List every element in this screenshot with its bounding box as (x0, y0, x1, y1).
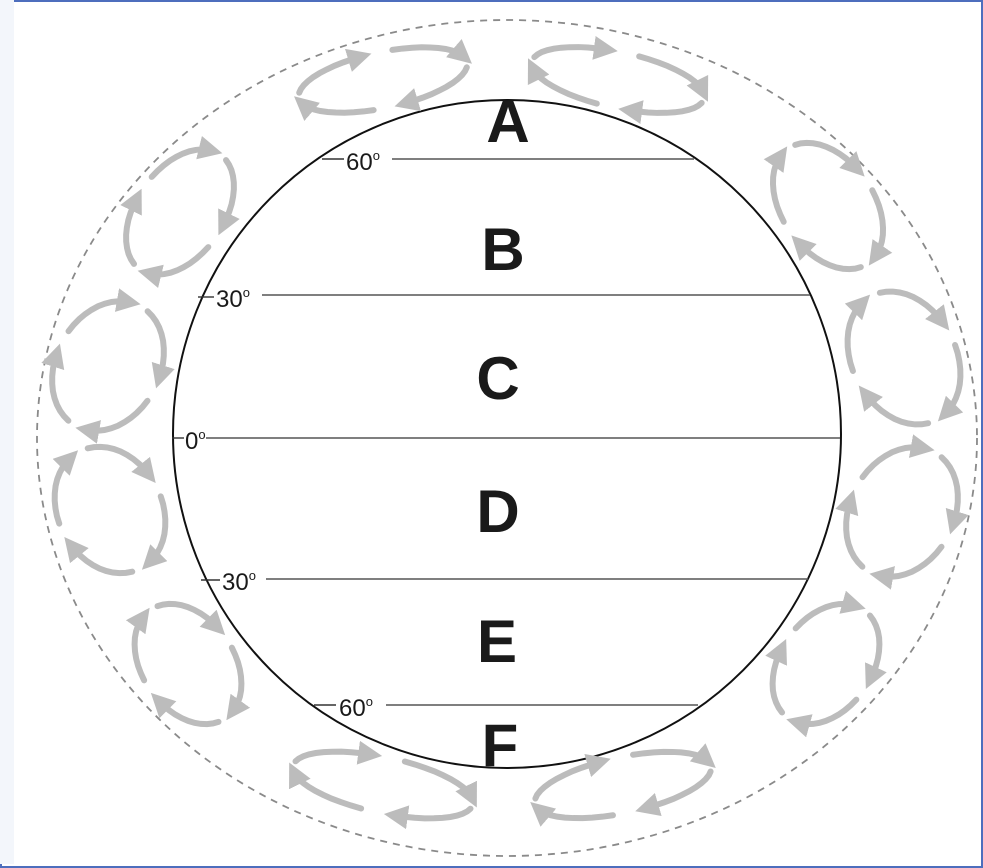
circulation-arrow (880, 273, 943, 342)
hadley-cell-south-left (34, 429, 185, 592)
hadley-cell-north-right (826, 273, 981, 443)
hadley-cell-south-right (825, 429, 978, 595)
zone-label-b: B (481, 216, 524, 283)
circulation-arrow (114, 616, 175, 681)
circulation-arrow (796, 585, 857, 650)
circulation-arrow (70, 525, 132, 592)
circulation-arrow (879, 527, 942, 595)
circulation-arrow (85, 381, 148, 449)
circulation-arrow (798, 221, 861, 288)
circulation-arrow (528, 67, 602, 104)
circulation-arrow (628, 88, 702, 125)
circulation-arrow (839, 616, 900, 681)
zone-label-f: F (482, 712, 519, 779)
circulation-arrow (842, 190, 905, 257)
circulation-arrow (399, 67, 471, 103)
circulation-arrow (392, 36, 464, 72)
circulation-arrow (152, 131, 213, 198)
circulation-arrow (194, 160, 255, 227)
circulation-arrow (752, 648, 813, 713)
zone-label-d: D (476, 478, 519, 545)
circulation-arrow (295, 56, 367, 92)
circulation-arrow (863, 429, 926, 497)
circulation-arrow (34, 457, 96, 524)
circulation-arrow (157, 585, 218, 650)
circulation-arrow (201, 648, 262, 713)
circulation-arrow (147, 227, 208, 294)
circulation-arrow (400, 762, 477, 799)
circulation-arrow (640, 771, 715, 808)
circulation-arrow (826, 302, 889, 371)
zone-label-a: A (486, 88, 529, 155)
circulation-arrow (88, 429, 150, 496)
circulation-arrow (124, 496, 186, 563)
circulation-arrow (795, 124, 858, 191)
zone-label-e: E (477, 608, 517, 675)
circulation-arrow (825, 499, 888, 567)
circulation-arrow (122, 311, 185, 379)
circulation-arrow (301, 88, 373, 124)
circulation-arrow (751, 154, 814, 221)
circulation-arrow (69, 283, 132, 351)
zone-label-c: C (476, 345, 519, 412)
circulation-arrow (289, 771, 366, 808)
circulation-arrow (537, 793, 612, 830)
circulation-arrow (916, 457, 979, 525)
circulation-arrow (393, 793, 470, 830)
hadley-cell-north-left (31, 283, 184, 449)
circulation-arrow (158, 678, 219, 743)
circulation-arrow (634, 56, 708, 93)
circulation-arrow (795, 678, 856, 743)
circulation-arrow (296, 739, 373, 776)
circulation-arrow (633, 740, 708, 777)
circulation-arrow (534, 35, 608, 72)
circulation-arrow (865, 373, 928, 442)
